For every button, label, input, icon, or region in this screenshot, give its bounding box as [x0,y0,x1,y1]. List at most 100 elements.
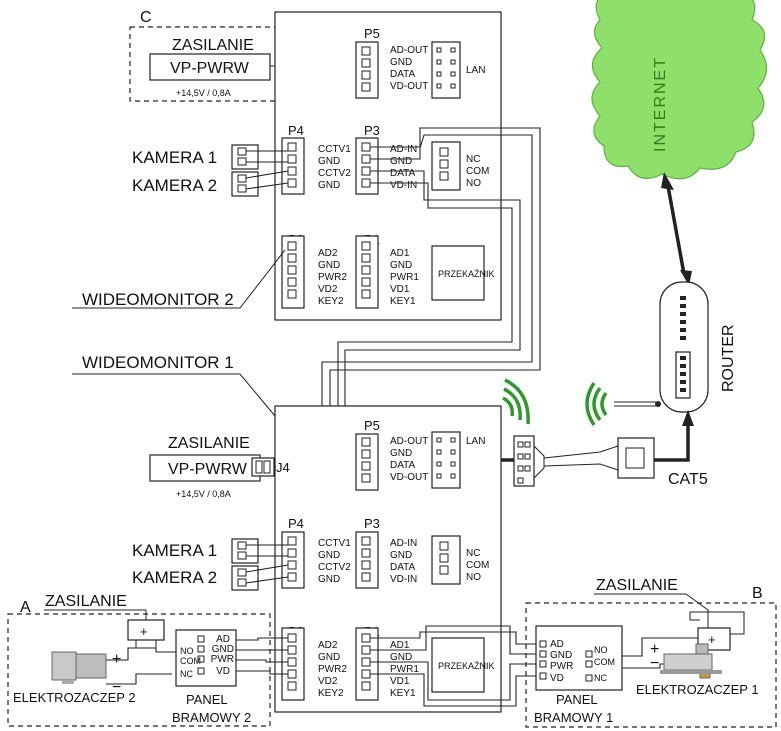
m1-p4-pin: CCTV1 [318,538,351,549]
lock1-icon [660,643,722,679]
supply-c-unit-box [149,53,271,81]
m2-p1-pin: PWR1 [390,272,419,283]
monitor2-board [274,11,502,321]
internet-router-link [666,185,686,275]
m1-relay-pin: NO [466,572,481,583]
panel2-pin: AD [216,634,230,645]
m1-camera2-label: KAMERA 2 [132,568,217,587]
m2-relay-pin: COM [466,166,489,177]
m2-p2-pin: AD2 [318,248,338,259]
panel2-p2-wires [236,637,288,675]
m1-lan-jack [431,431,461,489]
internet-cloud [591,0,768,180]
panel1-box [535,625,623,691]
panel2-subtitle: BRAMOWY 2 [172,710,251,725]
panel2-pin: VD [216,666,230,677]
m1-p2-pin: AD2 [318,640,338,651]
m2-relay-box [431,245,485,301]
panel2-title: PANEL [186,692,228,707]
m2-relay-pin: NO [466,178,481,189]
panel1-contact: NO [594,645,608,655]
m1-p2-pin: GND [318,652,340,663]
supply-a-title: ZASILANIE [45,593,127,610]
m2-p3-pin: DATA [390,168,416,179]
panel2-pin: GND [212,644,234,655]
lock2-label: ELEKTROZACZEP 2 [13,690,136,705]
section-a-label: A [20,599,31,616]
supply-b-title: ZASILANIE [596,577,678,594]
router-leds [680,296,686,340]
monitor1-leader [72,373,286,429]
m1-relay-pin: COM [466,560,489,571]
lock1-label: ELEKTROZACZEP 1 [636,682,759,697]
section-a-frame [7,613,271,727]
section-b-frame [525,602,777,728]
monitor2-leader [72,249,286,309]
m1-p3-pin: AD-IN [390,538,417,549]
m1-p5-pin: GND [390,448,412,459]
panel1-title: PANEL [556,692,598,707]
supply-c-unit: VP-PWRW [170,60,250,77]
panel1-contact: COM [594,657,615,667]
m2-p1-pin: KEY1 [390,296,416,307]
m2-p4-pin: GND [318,156,340,167]
supply-m1-jack [251,457,275,477]
m2-p2-pin: GND [318,260,340,271]
p1-panel1-wires [370,625,546,707]
m2-p5-pin: GND [390,57,412,68]
panel1-subtitle: BRAMOWY 1 [534,710,613,725]
m2-p4-name: P4 [288,123,304,138]
lock1-minus: − [650,655,659,672]
m2-camera1-label: KAMERA 1 [132,148,217,167]
m1-p2-pin: PWR2 [318,664,347,675]
m2-p2-pin: KEY2 [318,296,344,307]
m1-p5-pin: DATA [390,460,416,471]
m1-p4-pin: GND [318,550,340,561]
m2-p4-pin: GND [318,180,340,191]
supply-m1-j4: J4 [276,460,290,475]
m1-p3-pin: VD-IN [390,574,417,585]
m1-p5-pin: VD-OUT [390,472,428,483]
m2-p1-pin: GND [390,260,412,271]
m1-p4-pin: GND [318,574,340,585]
m2-p4-pin: CCTV1 [318,144,351,155]
panel1-contact: NC [594,673,607,683]
m1-p3-name: P3 [364,516,380,531]
panel2-contact: NO [180,646,194,656]
m1-p4-pin: CCTV2 [318,562,351,573]
lan-adapter [513,435,535,487]
m2-p3-pin: VD-IN [390,180,417,191]
m2-p5-name: P5 [364,26,380,41]
monitor1-wifi-icon [502,396,515,417]
m2-camera2-label: KAMERA 2 [132,176,217,195]
m2-relay-pin: NC [466,154,480,165]
cat5-label: CAT5 [668,471,708,488]
m2-p3-name: P3 [364,123,380,138]
m1-lan-label: LAN [466,436,485,447]
m1-p3-pin: GND [390,550,412,561]
panel2-box [175,629,237,687]
supply-m1-unit-box [149,454,261,482]
m2-lan-jack [431,41,461,99]
m2-p1-pin: AD1 [390,248,410,259]
panel1-pin: AD [550,639,564,650]
lock2-minus: − [112,679,121,696]
supply-a-plus: + [140,624,148,639]
monitor2-label: WIDEOMONITOR 2 [82,290,234,309]
panel1-pin: PWR [550,661,573,672]
m1-relay-pin: NC [466,548,480,559]
m2-p3-pin: GND [390,156,412,167]
router-wifi-icon [600,391,608,417]
panel2-contact: NC [180,669,193,679]
m1-relay-box [431,637,485,693]
supply-b-plus: + [708,632,716,647]
m1-p2-pin: KEY2 [318,688,344,699]
supply-m1-title: ZASILANIE [168,435,250,452]
section-c-label: C [140,9,152,26]
m2-relay-label: PRZEKAŹNIK [438,269,495,279]
m2-p2-pin: VD2 [318,284,338,295]
panel1-pin: VD [550,673,564,684]
m1-p1-pin: VD1 [390,676,410,687]
m2-p5-pin: AD-OUT [390,45,428,56]
